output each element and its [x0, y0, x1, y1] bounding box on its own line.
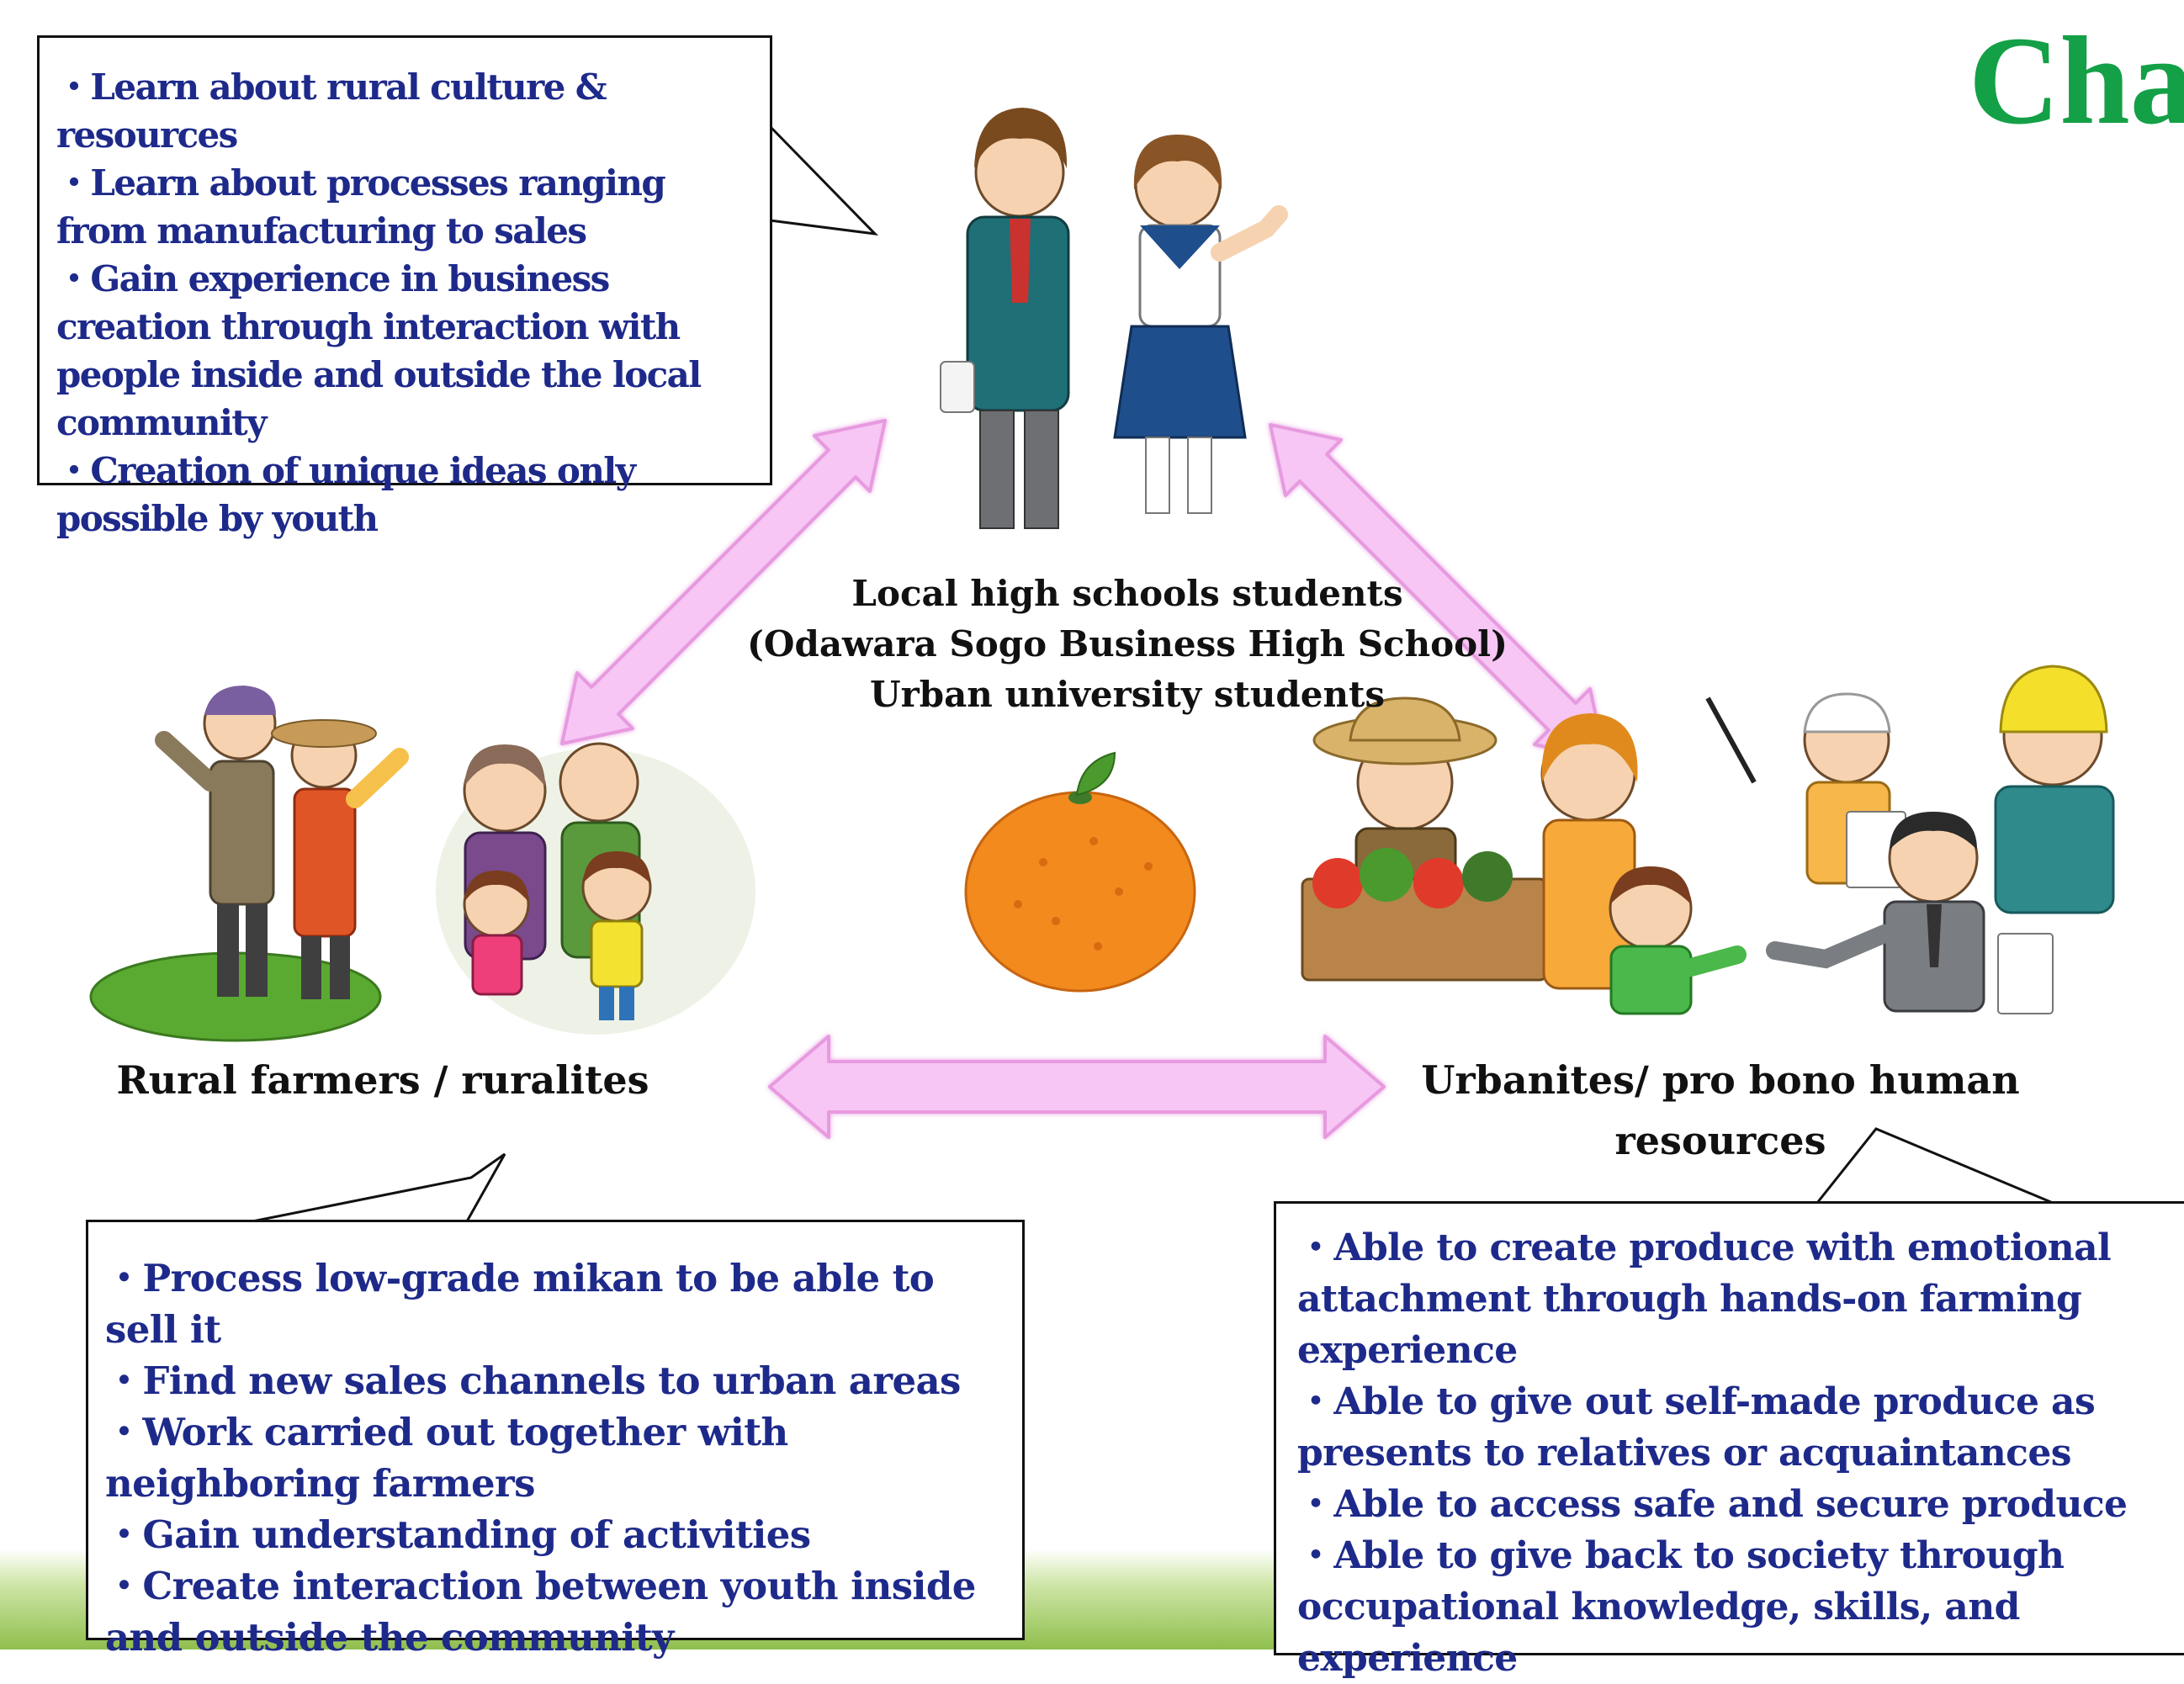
rural-benefit-item: ・Gain understanding of activities	[105, 1512, 811, 1557]
urban-benefit-item: ・Able to give back to society through oc…	[1297, 1534, 2065, 1680]
students-label-line: Urban university students	[869, 674, 1386, 715]
pointer-stick	[1705, 696, 1757, 784]
urban-benefits-callout: ・Able to create produce with emotional a…	[1274, 1201, 2184, 1680]
rural-benefits-callout: ・Process low-grade mikan to be able to s…	[86, 1220, 1025, 1660]
urban-benefit-item: ・Able to create produce with emotional a…	[1297, 1226, 2112, 1372]
rural-benefit-item: ・Process low-grade mikan to be able to s…	[105, 1256, 935, 1352]
rural-benefit-item: ・Find new sales channels to urban areas	[105, 1358, 961, 1403]
arrow-rural-urban	[768, 1035, 1386, 1139]
students-label-line: (Odawara Sogo Business High School)	[747, 623, 1508, 665]
students-benefits-callout: ・Learn about rural culture & resources ・…	[37, 35, 772, 539]
students-label: Local high schools students (Odawara Sog…	[690, 569, 1565, 720]
students-callout-pointer	[768, 124, 879, 236]
students-illustration	[940, 108, 1288, 529]
arrow-students-rural	[560, 419, 887, 745]
urban-benefit-item: ・Able to access safe and secure produce	[1297, 1483, 2128, 1526]
page-title: Cha	[1969, 11, 2184, 151]
rural-benefit-item: ・Work carried out together with neighbor…	[105, 1410, 788, 1506]
students-benefit-item: ・Gain experience in business creation th…	[56, 258, 702, 443]
diagram-canvas	[89, 108, 2115, 1223]
students-label-line: Local high schools students	[851, 573, 1403, 614]
rural-callout-pointer	[252, 1152, 506, 1223]
rural-farmers-illustration	[89, 686, 755, 1042]
urban-label: Urbanites/ pro bono human resources	[1397, 1050, 2044, 1171]
urban-label-line: resources	[1614, 1118, 1826, 1163]
mikan-icon	[964, 751, 1196, 993]
urbanites-illustration	[1301, 665, 2115, 1015]
rural-label: Rural farmers / ruralites	[116, 1057, 649, 1103]
students-benefit-item: ・Creation of unique ideas only possible …	[56, 450, 636, 539]
students-benefit-item: ・Learn about processes ranging from manu…	[56, 162, 666, 252]
urban-label-line: Urbanites/ pro bono human	[1421, 1057, 2020, 1103]
students-benefit-item: ・Learn about rural culture & resources	[56, 66, 607, 156]
rural-benefit-item: ・Create interaction between youth inside…	[105, 1564, 976, 1660]
urban-benefit-item: ・Able to give out self-made produce as p…	[1297, 1380, 2096, 1475]
